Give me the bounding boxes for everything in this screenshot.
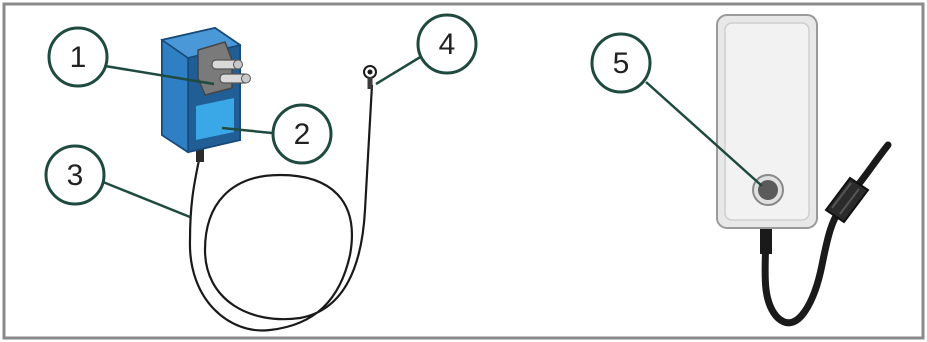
callout-number-4: 4 xyxy=(439,28,456,61)
connector-tip xyxy=(363,65,377,89)
leader-line-3 xyxy=(102,180,191,219)
device-plug xyxy=(760,222,772,254)
leader-lines xyxy=(102,54,763,219)
leader-line-2 xyxy=(221,126,273,135)
callout-number-3: 3 xyxy=(67,159,84,192)
ferrite-core xyxy=(824,176,870,224)
adapter-cord-stub xyxy=(196,140,204,162)
leader-line-4 xyxy=(375,54,423,86)
power-cable xyxy=(188,84,374,332)
leader-line-5 xyxy=(645,81,763,187)
callout-2: 2 xyxy=(271,103,333,165)
device-port xyxy=(752,174,784,206)
power-adapter xyxy=(160,26,377,332)
device-cable xyxy=(761,206,844,327)
callout-number-1: 1 xyxy=(70,41,87,74)
callout-3: 3 xyxy=(44,144,106,206)
callout-number-2: 2 xyxy=(294,118,311,151)
callout-number-5: 5 xyxy=(613,47,630,80)
device xyxy=(716,14,892,327)
leader-line-1 xyxy=(104,64,215,86)
device-cable-upper xyxy=(854,141,892,189)
callout-5: 5 xyxy=(590,32,652,94)
callout-1: 1 xyxy=(47,26,109,88)
callout-4: 4 xyxy=(416,13,478,75)
